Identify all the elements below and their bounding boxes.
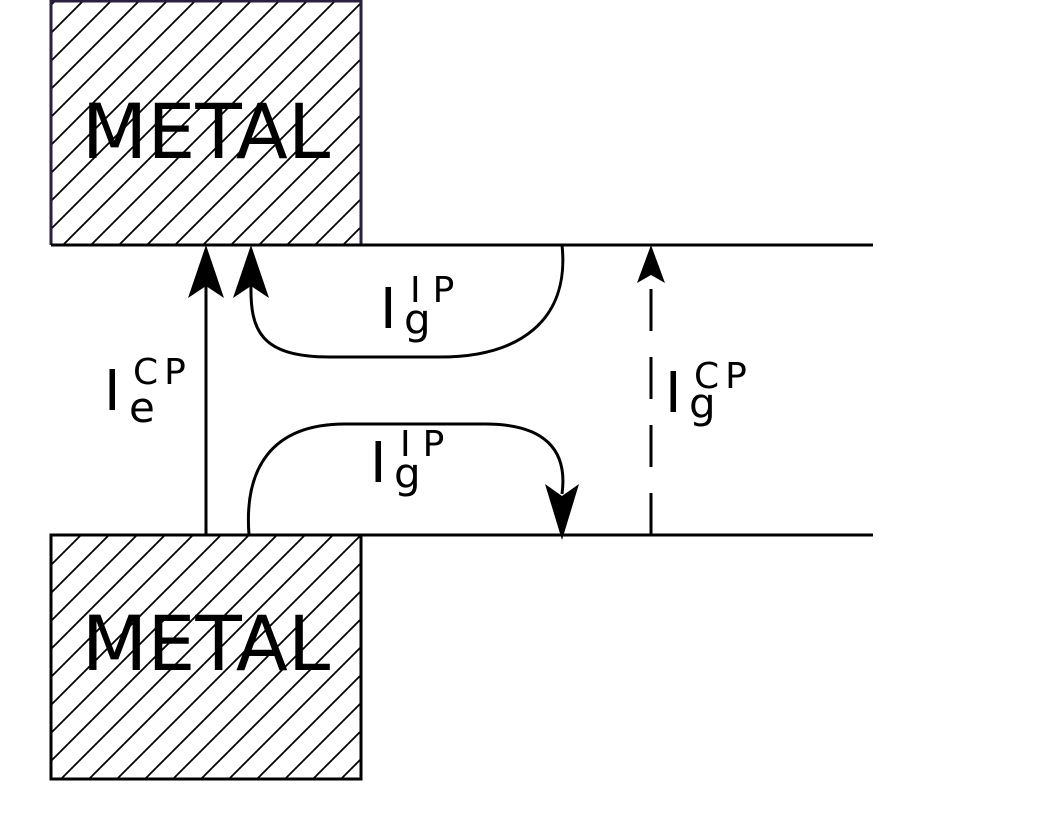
label-ie-cp: I e CP [104,352,192,432]
label-ig-cp-main: I [665,361,682,426]
label-ig-cp: I g CP [665,356,753,428]
ig-ip-lower-curve [246,422,565,536]
metal-top-border [49,0,363,245]
metal-block-top: METAL [49,0,363,245]
label-ie-cp-sub: e [129,383,155,432]
label-ig-ip-lower-sup: IP [400,424,456,465]
ig-ip-lower-arrow-head [545,484,579,540]
label-ig-ip-upper: I g IP [380,270,466,344]
label-ig-ip-lower-sub: g [394,449,421,498]
ig-cp-dashed-arrow [637,245,665,535]
ie-cp-arrow [188,245,224,535]
ie-cp-arrow-head [188,245,224,298]
ig-cp-arrow-head [637,245,665,283]
ig-ip-upper-arrow-head [233,245,269,298]
label-ie-cp-main: I [104,359,121,424]
label-ig-ip-upper-sup: IP [410,270,466,311]
ig-ip-lower-arrow [246,422,579,540]
label-ig-ip-upper-main: I [380,277,397,342]
ig-ip-upper-curve [249,244,565,359]
metal-top-label: METAL [82,87,330,176]
metal-bottom-hatch [51,535,361,779]
metal-bottom-label: METAL [82,599,330,688]
metal-block-bottom: METAL [49,533,363,781]
label-ie-cp-sup: CP [133,352,192,393]
metal-top-hatch [51,1,361,245]
ig-ip-upper-arrow [233,244,565,359]
label-ig-ip-lower: I g IP [370,424,456,498]
label-ig-ip-lower-main: I [370,431,387,496]
label-ig-ip-upper-sub: g [404,295,431,344]
label-ig-cp-sup: CP [694,356,753,397]
label-ig-cp-sub: g [689,379,716,428]
